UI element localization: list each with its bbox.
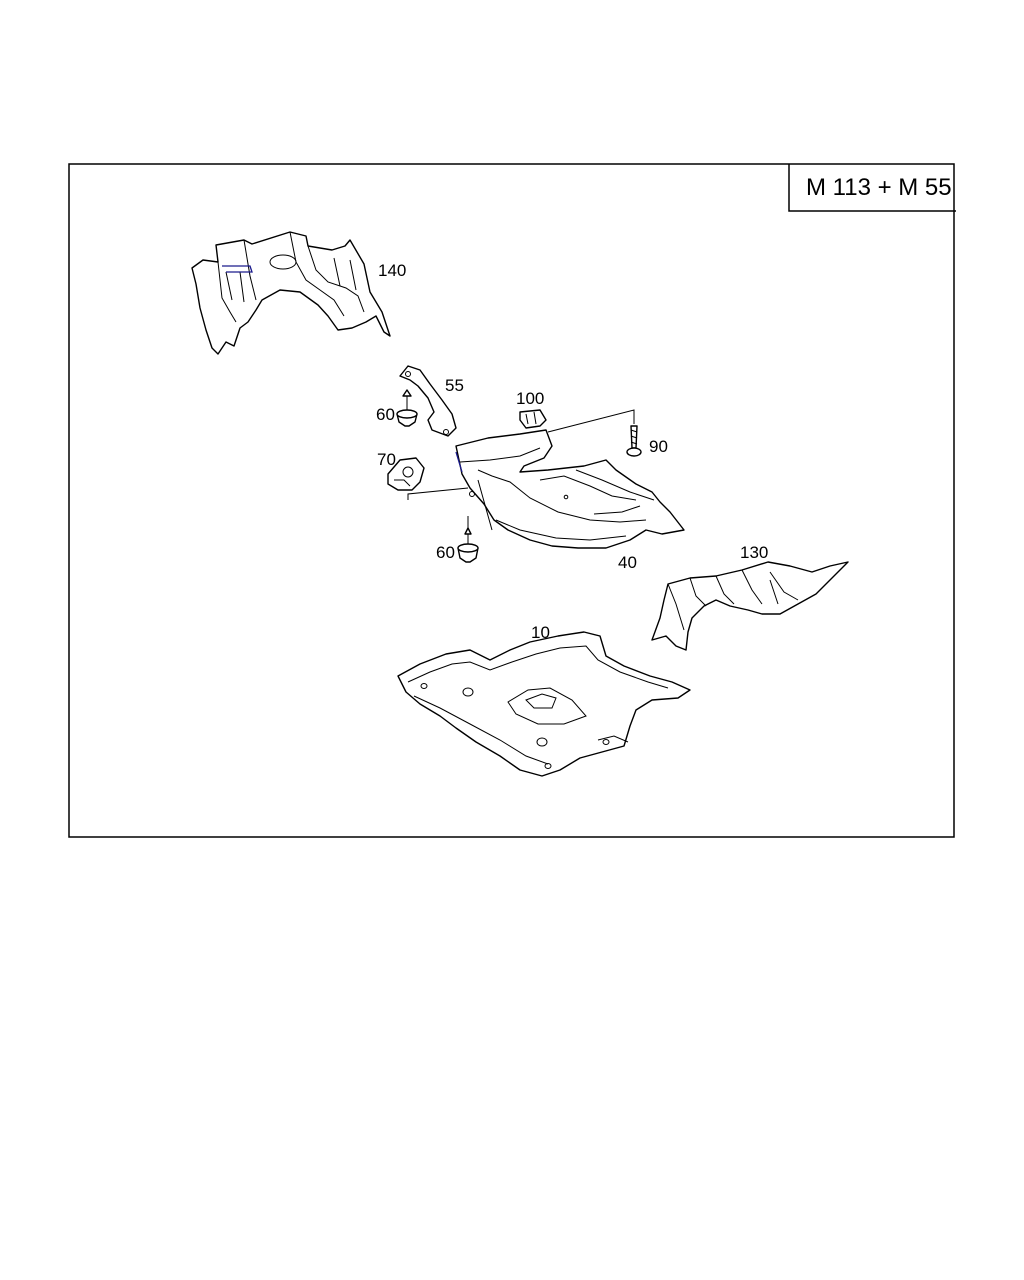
part-70-nut-clip [387,457,425,491]
part-60-screw-upper [396,389,418,427]
callout-130: 130 [740,543,768,562]
part-40-panel [455,429,685,549]
diagram-title: M 113 + M 55 [806,174,952,201]
part-130-side-shield [651,561,849,651]
part-100-clip [519,409,547,429]
title-box: M 113 + M 55 [788,164,956,212]
leader-70 [407,487,469,500]
callout-60-lower: 60 [436,543,455,562]
callout-70: 70 [377,450,396,469]
callout-10: 10 [531,623,550,642]
callout-55: 55 [445,376,464,395]
part-90-screw [626,425,642,457]
diagram-frame [68,163,955,838]
callout-90: 90 [649,437,668,456]
callout-60-upper: 60 [376,405,395,424]
part-60-screw-lower [457,527,479,563]
callout-40: 40 [618,553,637,572]
callout-100: 100 [516,389,544,408]
part-140-shield [191,231,391,355]
leader-90 [547,409,635,433]
part-55-bracket [399,365,457,437]
part-10-underbody-panel [397,631,691,777]
callout-140: 140 [378,261,406,280]
